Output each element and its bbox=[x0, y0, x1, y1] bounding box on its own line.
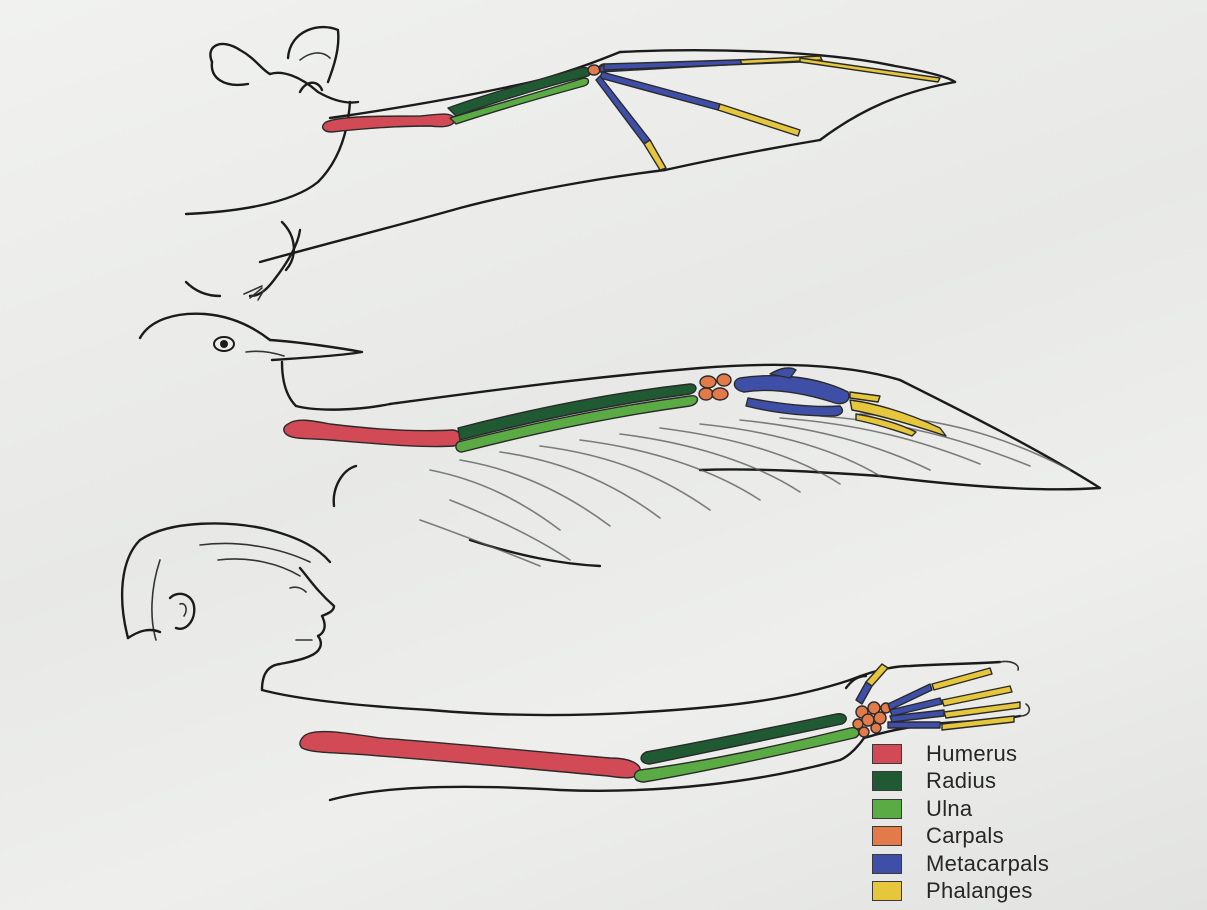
legend-item-carpals: Carpals bbox=[872, 823, 1172, 851]
legend-swatch bbox=[872, 799, 902, 819]
legend-item-metacarpals: Metacarpals bbox=[872, 850, 1172, 878]
legend-label: Phalanges bbox=[926, 878, 1033, 904]
bird-carpals bbox=[699, 374, 731, 400]
legend-swatch bbox=[872, 881, 902, 901]
legend-item-radius: Radius bbox=[872, 768, 1172, 796]
bat-bones bbox=[323, 56, 940, 170]
bird-figure bbox=[140, 314, 1100, 566]
human-phalanges bbox=[866, 664, 1020, 730]
legend-item-phalanges: Phalanges bbox=[872, 878, 1172, 906]
legend-label: Humerus bbox=[926, 741, 1017, 767]
legend-item-ulna: Ulna bbox=[872, 795, 1172, 823]
legend-label: Metacarpals bbox=[926, 851, 1049, 877]
bat-radius bbox=[448, 68, 591, 116]
bird-radius bbox=[458, 384, 696, 440]
legend-swatch bbox=[872, 771, 902, 791]
bat-metacarpals bbox=[596, 58, 800, 144]
bird-humerus bbox=[284, 420, 461, 446]
legend-label: Radius bbox=[926, 768, 996, 794]
bird-metacarpals bbox=[734, 368, 848, 416]
human-humerus bbox=[300, 732, 640, 778]
legend-label: Carpals bbox=[926, 823, 1004, 849]
bat-phalanges bbox=[644, 56, 940, 170]
legend-swatch bbox=[872, 854, 902, 874]
legend-item-humerus: Humerus bbox=[872, 740, 1172, 768]
legend-swatch bbox=[872, 744, 902, 764]
legend-label: Ulna bbox=[926, 796, 972, 822]
legend-swatch bbox=[872, 826, 902, 846]
